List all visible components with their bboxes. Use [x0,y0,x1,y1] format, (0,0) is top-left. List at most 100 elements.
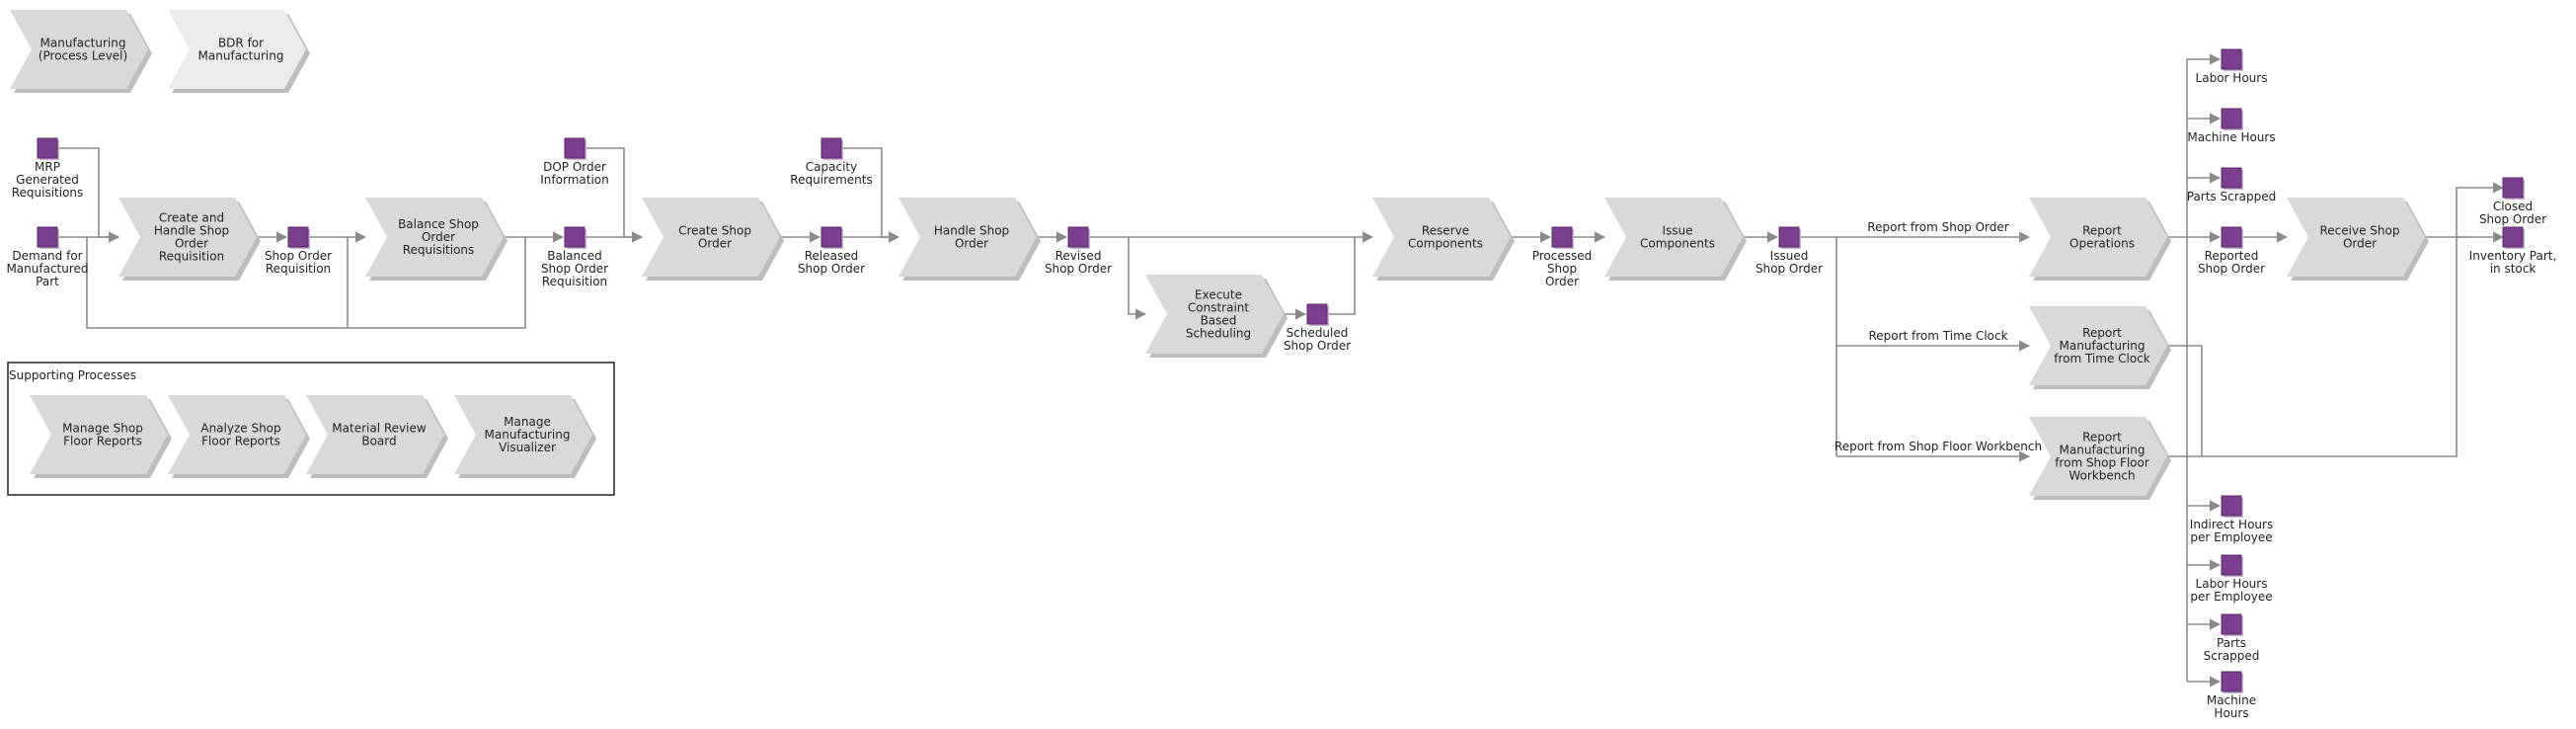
event-revised-shop-order[interactable] [1067,226,1089,248]
event-parts-scrapped-bottom[interactable] [2221,613,2242,635]
process-material-review-board-shape [306,395,444,474]
event-released-shop-order[interactable] [820,226,842,248]
process-issue-components-shape [1604,198,1743,277]
process-issue-components[interactable] [1604,198,1747,281]
event-dop-order-information[interactable] [564,137,585,159]
process-manufacturing-process-level-shape [10,10,148,89]
process-report-operations[interactable] [2029,198,2171,281]
process-report-operations-shape [2029,198,2167,277]
event-markers [37,48,2525,693]
process-shapes [10,10,2429,500]
event-demand-for-manufactured-part[interactable] [37,226,58,248]
process-reserve-components-shape [1372,198,1511,277]
event-balanced-shop-order-requisition[interactable] [564,226,585,248]
process-reserve-components[interactable] [1372,198,1515,281]
process-manufacturing-process-level[interactable] [10,10,152,93]
connector-lower-trunk [2167,345,2188,682]
event-machine-hours-bottom[interactable] [2221,671,2242,692]
process-bdr-for-manufacturing-shape [168,10,306,89]
event-parts-scrapped-label: Parts Scrapped [2187,190,2277,203]
event-indirect-hours-per-employee[interactable] [2221,495,2242,517]
process-report-manufacturing-from-shop-floor-workbench[interactable] [2029,417,2171,500]
supporting-processes-frame [7,362,615,496]
event-labor-hours-label: Labor Hours [2196,71,2268,85]
supporting-processes-title: Supporting Processes [9,368,136,382]
process-execute-constraint-based-scheduling-shape [1145,275,1284,354]
event-parts-scrapped[interactable] [2221,167,2242,189]
process-analyze-shop-floor-reports-shape [168,395,306,474]
event-shop-order-requisition[interactable] [287,226,309,248]
connector-scheduled-to-reserve [1328,237,1356,315]
process-manage-manufacturing-visualizer[interactable] [454,395,596,478]
edge-label-report-from-shop-order: Report from Shop Order [1867,220,2008,234]
process-handle-shop-order-shape [898,198,1037,277]
process-balance-shop-order-requisitions[interactable] [365,198,507,281]
process-analyze-shop-floor-reports[interactable] [168,395,310,478]
event-capacity-requirements[interactable] [820,137,842,159]
edge-label-report-from-time-clock: Report from Time Clock [1868,329,2007,343]
process-material-review-board[interactable] [306,395,448,478]
process-manage-shop-floor-reports[interactable] [30,395,172,478]
process-report-manufacturing-from-shop-floor-workbench-shape [2029,417,2167,496]
connector-workbench-to-closed [2167,237,2458,457]
process-receive-shop-order[interactable] [2287,198,2429,281]
process-execute-constraint-based-scheduling[interactable] [1145,275,1288,358]
process-create-shop-order[interactable] [642,198,784,281]
process-bdr-for-manufacturing[interactable] [168,10,310,93]
event-reported-shop-order[interactable] [2221,226,2242,248]
connectors [57,53,2505,688]
event-mrp-generated-requisitions[interactable] [37,137,58,159]
event-labor-hours-per-employee[interactable] [2221,554,2242,576]
process-create-and-handle-shop-order-requisition[interactable] [118,198,261,281]
event-issued-shop-order[interactable] [1778,226,1800,248]
process-balance-shop-order-requisitions-shape [365,198,504,277]
process-handle-shop-order[interactable] [898,198,1041,281]
process-receive-shop-order-shape [2287,198,2425,277]
process-report-manufacturing-from-time-clock[interactable] [2029,306,2171,389]
event-labor-hours[interactable] [2221,48,2242,70]
event-machine-hours[interactable] [2221,108,2242,129]
connector-demand-loop [86,237,526,329]
process-manage-manufacturing-visualizer-shape [454,395,592,474]
event-closed-shop-order[interactable] [2502,177,2524,199]
edge-label-report-from-shop-floor-workbench: Report from Shop Floor Workbench [1834,440,2042,453]
event-machine-hours-label: Machine Hours [2187,130,2275,144]
process-create-shop-order-shape [642,198,780,277]
event-processed-shop-order[interactable] [1551,226,1573,248]
event-inventory-part-in-stock[interactable] [2502,226,2524,248]
event-scheduled-shop-order[interactable] [1306,303,1328,325]
connector-receive-to-closed [2456,182,2505,237]
